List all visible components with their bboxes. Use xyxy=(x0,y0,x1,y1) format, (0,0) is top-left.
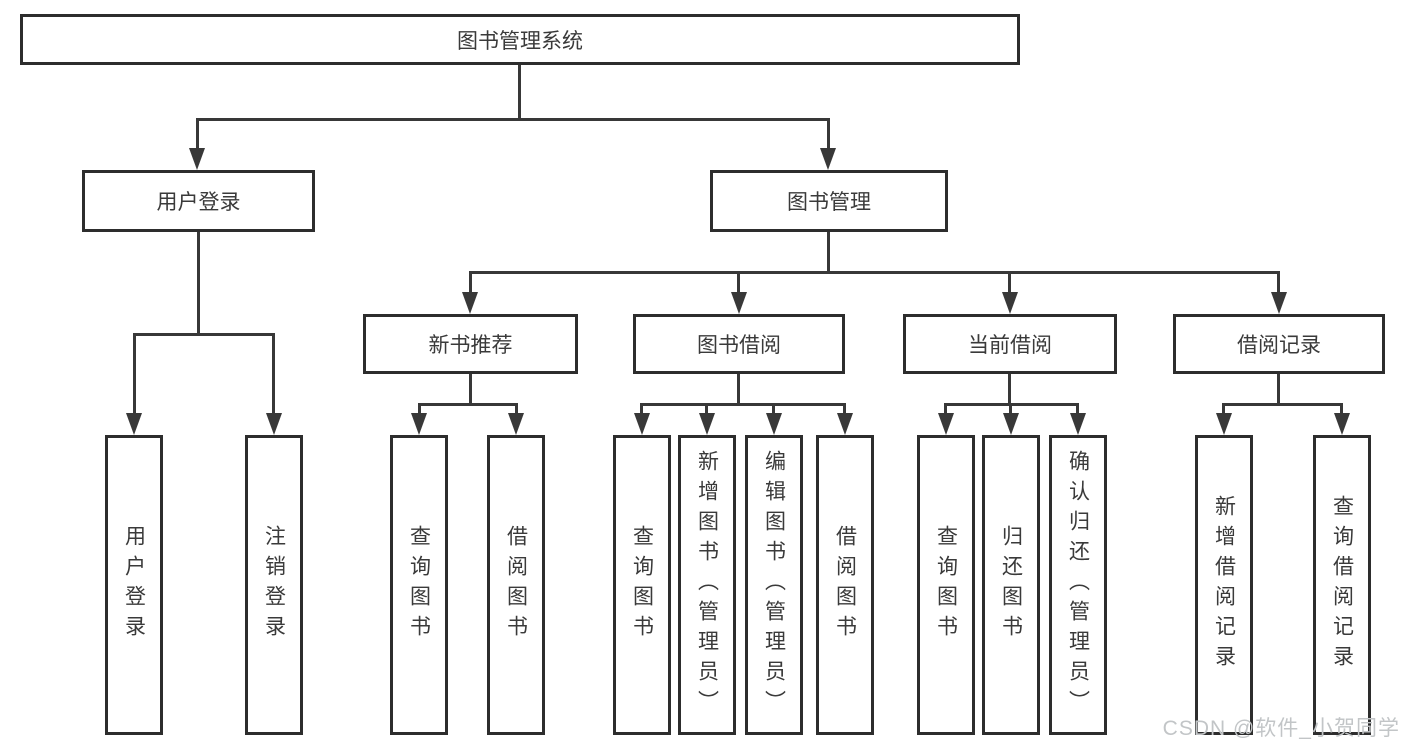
leaf-query-books-current: 查询图书 xyxy=(917,435,975,735)
csdn-watermark: CSDN @软件_小贺同学 xyxy=(1162,717,1400,740)
connector-line xyxy=(469,374,472,405)
arrow-down-icon xyxy=(820,148,836,170)
arrow-down-icon xyxy=(1216,413,1232,435)
arrow-down-icon xyxy=(1334,413,1350,435)
connector-line xyxy=(1222,403,1342,406)
arrow-down-icon xyxy=(699,413,715,435)
leaf-label: 新增图书（管理员） xyxy=(695,450,719,720)
node-root-system: 图书管理系统 xyxy=(20,14,1020,65)
node-label: 借阅记录 xyxy=(1237,334,1321,357)
node-borrow-records: 借阅记录 xyxy=(1173,314,1385,374)
connector-line xyxy=(640,403,845,406)
connector-line xyxy=(418,403,518,406)
connector-line xyxy=(737,271,740,295)
connector-line xyxy=(196,118,199,152)
connector-line xyxy=(272,333,275,416)
arrow-down-icon xyxy=(766,413,782,435)
arrow-down-icon xyxy=(189,148,205,170)
connector-line xyxy=(1340,403,1343,417)
connector-line xyxy=(469,271,472,295)
connector-line xyxy=(640,403,643,417)
node-new-book-recommend: 新书推荐 xyxy=(363,314,578,374)
node-label: 用户登录 xyxy=(156,191,241,214)
connector-line xyxy=(133,333,136,416)
leaf-label: 确认归还（管理员） xyxy=(1066,450,1090,720)
leaf-label: 注销登录 xyxy=(262,525,286,645)
connector-line xyxy=(1277,271,1280,295)
arrow-down-icon xyxy=(1070,413,1086,435)
connector-line xyxy=(469,271,1280,274)
leaf-label: 查询图书 xyxy=(630,525,654,645)
arrow-down-icon xyxy=(731,292,747,314)
arrow-down-icon xyxy=(1003,413,1019,435)
leaf-query-books-recommend: 查询图书 xyxy=(390,435,448,735)
connector-line xyxy=(1222,403,1225,417)
connector-line xyxy=(827,232,830,274)
connector-line xyxy=(1277,374,1280,405)
connector-line xyxy=(772,403,775,417)
arrow-down-icon xyxy=(411,413,427,435)
node-label: 图书管理系统 xyxy=(457,29,583,53)
connector-line xyxy=(196,118,830,121)
leaf-label: 查询图书 xyxy=(407,525,431,645)
connector-line xyxy=(944,403,947,417)
leaf-borrow-books-recommend: 借阅图书 xyxy=(487,435,545,735)
connector-line xyxy=(1008,271,1011,295)
arrow-down-icon xyxy=(634,413,650,435)
leaf-user-login: 用户登录 xyxy=(105,435,163,735)
connector-line xyxy=(705,403,708,417)
connector-line xyxy=(827,118,830,152)
arrow-down-icon xyxy=(266,413,282,435)
leaf-edit-books-admin: 编辑图书（管理员） xyxy=(745,435,803,735)
arrow-down-icon xyxy=(837,413,853,435)
arrow-down-icon xyxy=(1002,292,1018,314)
leaf-confirm-return-admin: 确认归还（管理员） xyxy=(1049,435,1107,735)
leaf-add-borrow-record: 新增借阅记录 xyxy=(1195,435,1253,735)
connector-line xyxy=(418,403,421,417)
node-label: 图书管理 xyxy=(787,191,871,214)
connector-line xyxy=(518,65,521,120)
leaf-label: 编辑图书（管理员） xyxy=(762,450,786,720)
leaf-label: 查询图书 xyxy=(934,525,958,645)
node-user-login: 用户登录 xyxy=(82,170,315,232)
connector-line xyxy=(197,232,200,336)
connector-line xyxy=(133,333,275,336)
node-label: 新书推荐 xyxy=(428,334,513,357)
connector-line xyxy=(1008,374,1011,405)
connector-line xyxy=(1009,403,1012,417)
connector-line xyxy=(515,403,518,417)
node-label: 图书借阅 xyxy=(697,334,781,357)
leaf-logout: 注销登录 xyxy=(245,435,303,735)
arrow-down-icon xyxy=(126,413,142,435)
leaf-add-books-admin: 新增图书（管理员） xyxy=(678,435,736,735)
leaf-query-books-borrow: 查询图书 xyxy=(613,435,671,735)
connector-line xyxy=(737,374,740,405)
leaf-return-books: 归还图书 xyxy=(982,435,1040,735)
node-book-management: 图书管理 xyxy=(710,170,948,232)
arrow-down-icon xyxy=(462,292,478,314)
node-book-borrow: 图书借阅 xyxy=(633,314,845,374)
leaf-label: 归还图书 xyxy=(999,525,1023,645)
leaf-label: 用户登录 xyxy=(122,525,146,645)
arrow-down-icon xyxy=(1271,292,1287,314)
node-label: 当前借阅 xyxy=(968,334,1052,357)
leaf-borrow-books: 借阅图书 xyxy=(816,435,874,735)
leaf-query-borrow-record: 查询借阅记录 xyxy=(1313,435,1371,735)
node-current-borrow: 当前借阅 xyxy=(903,314,1117,374)
leaf-label: 查询借阅记录 xyxy=(1330,495,1354,675)
connector-line xyxy=(843,403,846,417)
arrow-down-icon xyxy=(938,413,954,435)
connector-line xyxy=(1076,403,1079,417)
arrow-down-icon xyxy=(508,413,524,435)
leaf-label: 借阅图书 xyxy=(833,525,857,645)
leaf-label: 新增借阅记录 xyxy=(1212,495,1236,675)
leaf-label: 借阅图书 xyxy=(504,525,528,645)
